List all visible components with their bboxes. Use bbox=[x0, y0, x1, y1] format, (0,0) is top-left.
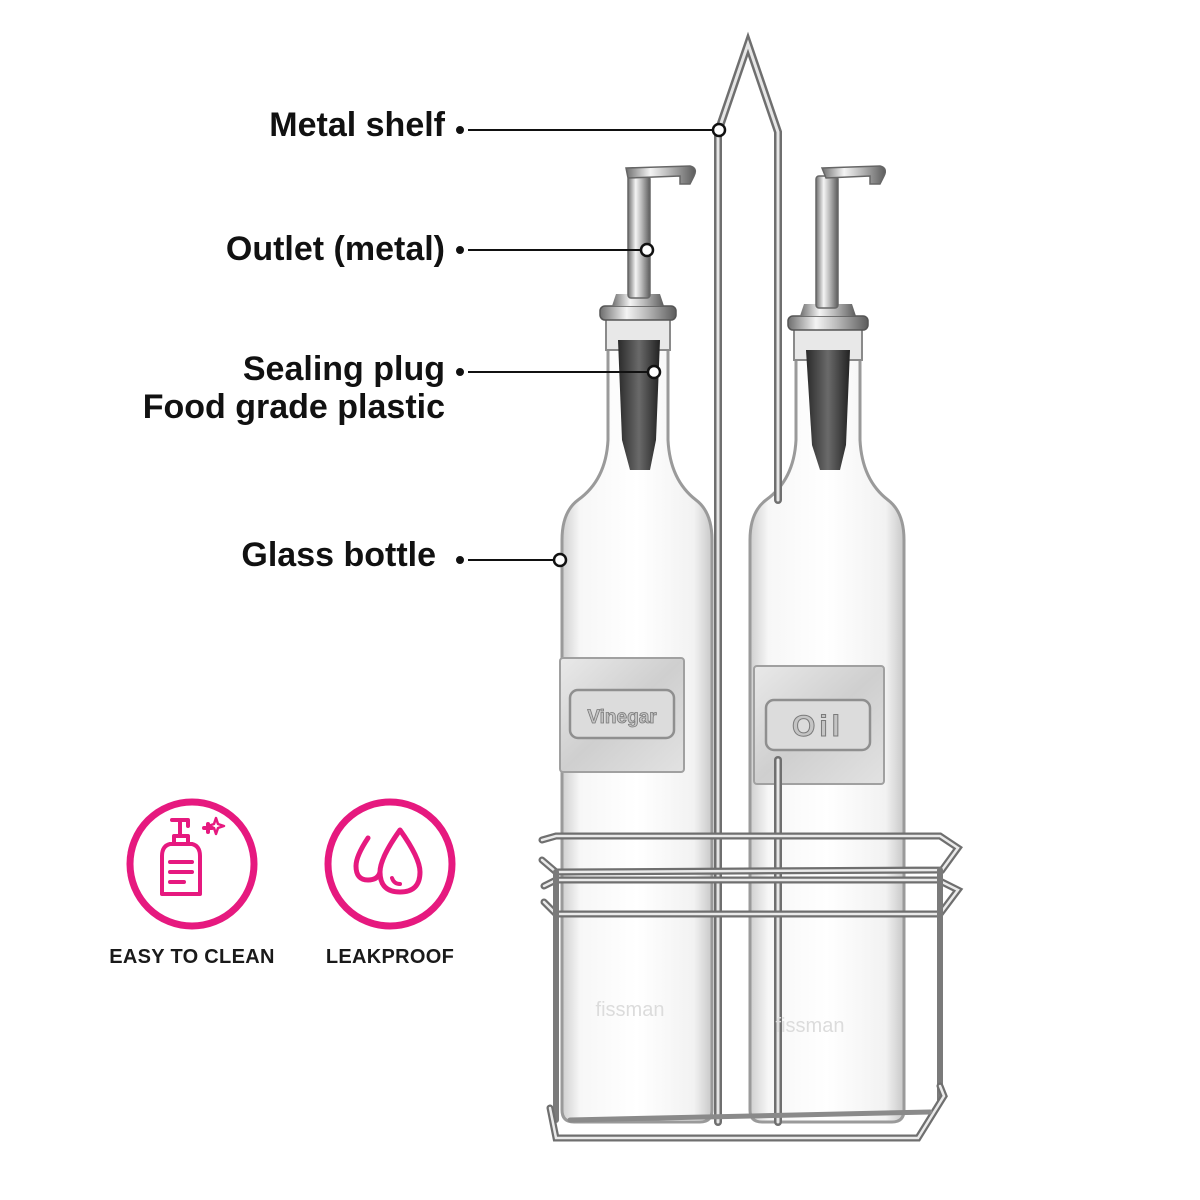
oil-brand-mark: fissman bbox=[776, 1015, 845, 1037]
soap-dispenser-icon bbox=[126, 798, 258, 930]
feature-easy-to-clean-label: EASY TO CLEAN bbox=[109, 946, 275, 968]
vinegar-bottle bbox=[559, 165, 714, 1124]
vinegar-outlet-spout bbox=[627, 175, 651, 299]
water-drops-icon bbox=[324, 798, 456, 930]
oil-label-text: Oil bbox=[792, 710, 844, 743]
vinegar-brand-mark: fissman bbox=[596, 999, 665, 1021]
sealing-plug-line2: Food grade plastic bbox=[142, 388, 445, 426]
outlet-label: Outlet (metal) bbox=[225, 230, 445, 268]
oil-outlet-collar bbox=[787, 315, 869, 331]
feature-leakproof-label: LEAKPROOF bbox=[325, 946, 455, 968]
glass-bottle-label: Glass bottle bbox=[241, 536, 436, 574]
feature-easy-to-clean: EASY TO CLEAN bbox=[97, 796, 287, 969]
metal-shelf-label: Metal shelf bbox=[269, 106, 445, 144]
oil-outlet-spout bbox=[815, 175, 839, 309]
vinegar-label-text: Vinegar bbox=[587, 707, 657, 728]
vinegar-outlet-collar bbox=[599, 305, 677, 321]
metal-rack bbox=[538, 31, 964, 1142]
sealing-plug-label: Sealing plug Food grade plastic bbox=[143, 350, 445, 426]
sealing-plug-line1: Sealing plug bbox=[242, 350, 445, 388]
feature-leakproof: LEAKPROOF bbox=[295, 796, 485, 969]
callout-leaders bbox=[456, 122, 727, 568]
oil-sealing-plug bbox=[806, 350, 850, 470]
oil-bottle bbox=[748, 165, 906, 1124]
rack-base bbox=[546, 1082, 948, 1142]
